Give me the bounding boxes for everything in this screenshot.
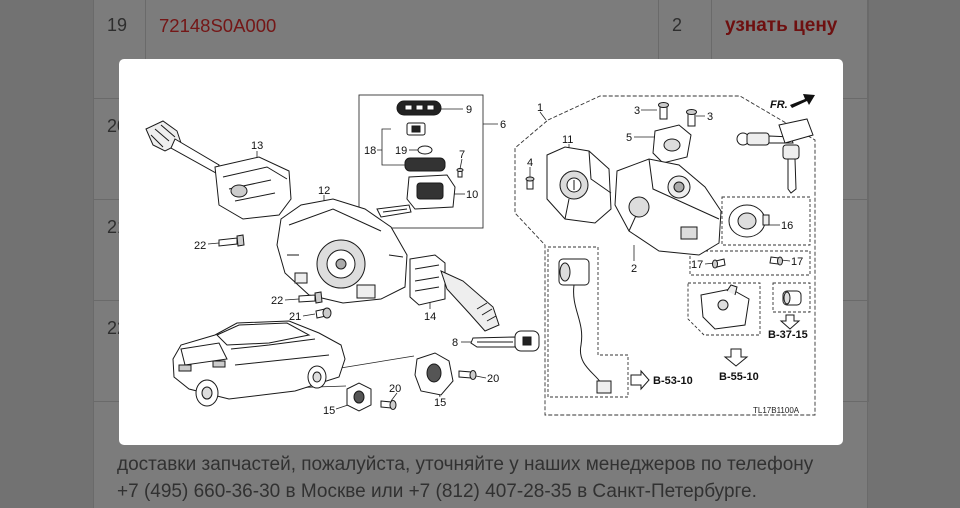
front-label: FR.: [770, 99, 788, 111]
part-number-link[interactable]: 72148S0A000: [159, 15, 277, 36]
get-price-link[interactable]: узнать цену: [725, 15, 838, 36]
arrow-right-icon: [630, 369, 650, 391]
key-cylinder-with-wire: [558, 258, 612, 394]
part-18-fob-base-lower: [404, 157, 446, 172]
part-8-key-blank: [470, 330, 540, 352]
part-19-battery: [417, 145, 433, 155]
arrow-down-icon: [779, 314, 801, 330]
callout-15: 15: [323, 405, 335, 417]
ring-16-box: [721, 196, 811, 246]
part-13-lighting-switch: [145, 120, 292, 220]
lightbox-image-modal[interactable]: FR. 9 6 1 3 3 13 18 19 7 5 11 4 10 12 16…: [119, 59, 843, 445]
section-ref-b53: B-53-10: [653, 375, 693, 387]
part-18-fob-board-upper: [406, 122, 426, 136]
notice-line: +7 (495) 660-36-30 в Москве или +7 (812)…: [117, 481, 757, 502]
callout-22: 22: [194, 240, 206, 252]
screw-20-upper: [458, 370, 477, 380]
screw-17-left: [712, 258, 726, 269]
screw-22-upper: [218, 234, 245, 247]
part-11-ignition-housing: [546, 146, 612, 224]
screw-17-right: [769, 256, 783, 266]
diagram-outlines: [358, 94, 816, 416]
front-direction-indicator: FR.: [770, 94, 815, 111]
part-5-lock-bracket: [652, 124, 692, 164]
notice-line: доставки запчастей, пожалуйста, уточняйт…: [117, 454, 814, 475]
section-ref-b55: B-55-10: [719, 371, 759, 383]
callout-16: 16: [781, 220, 793, 232]
callout-12: 12: [318, 185, 330, 197]
screw-4: [525, 176, 535, 190]
callout-8: 8: [452, 337, 458, 349]
part-16-immobilizer-ring: [728, 204, 770, 238]
callout-17: 17: [691, 259, 703, 271]
part-15-sensor-upper: [414, 352, 454, 396]
screw-21: [315, 307, 332, 319]
callout-labels: 9 6 1 3 3 13 18 19 7 5 11 4 10 12 16 22 …: [194, 102, 803, 417]
part-2-steering-lock: [614, 158, 722, 256]
callout-9: 9: [466, 104, 472, 116]
front-arrow-icon: [790, 94, 815, 108]
screw-22-lower: [298, 291, 323, 304]
callout-5: 5: [626, 132, 632, 144]
bolt-3-left: [658, 102, 669, 120]
callout-6: 6: [500, 119, 506, 131]
screws-17-box: [689, 250, 811, 276]
callout-19: 19: [395, 145, 407, 157]
callout-13: 13: [251, 140, 263, 152]
callout-7: 7: [459, 149, 465, 161]
callout-1: 1: [537, 102, 543, 114]
callout-4: 4: [527, 157, 533, 169]
assembly-1-outline: [514, 95, 816, 416]
delivery-notice: доставки запчастей, пожалуйста, уточняйт…: [117, 451, 813, 505]
callout-3: 3: [634, 105, 640, 117]
callout-15: 15: [434, 397, 446, 409]
parts-diagram: FR. 9 6 1 3 3 13 18 19 7 5 11 4 10 12 16…: [145, 94, 816, 417]
cylinder-b53-box: [547, 246, 629, 398]
callout-2: 2: [631, 263, 637, 275]
lock-bracket-b55: [700, 284, 750, 330]
key-fob-group-box: [358, 94, 484, 229]
arrow-down-icon: [723, 348, 749, 367]
callout-11: 11: [562, 134, 573, 146]
callout-14: 14: [424, 311, 436, 323]
part-10-key-fob: [376, 174, 456, 218]
diagram-code: TL17B1100A: [753, 406, 800, 415]
part-7-fob-screw: [456, 168, 464, 178]
callout-18: 18: [364, 145, 376, 157]
callout-10: 10: [466, 189, 478, 201]
part-12-switch-body-clock-spring: [276, 198, 408, 304]
section-ref-b37: B-37-15: [768, 329, 808, 341]
bolt-3-right: [686, 109, 697, 127]
keys-with-tag: [736, 118, 814, 194]
callout-22: 22: [271, 295, 283, 307]
callout-17: 17: [791, 256, 803, 268]
part-14-wiper-switch: [409, 254, 500, 332]
screw-20-lower: [380, 400, 397, 410]
callout-20: 20: [389, 383, 401, 395]
callout-3: 3: [707, 111, 713, 123]
callout-21: 21: [289, 311, 301, 323]
vehicle-illustration: [172, 320, 346, 407]
bracket-b55-box: [687, 282, 761, 336]
callout-20: 20: [487, 373, 499, 385]
cylinder-b37: [782, 290, 802, 306]
part-9-fob-cover: [396, 100, 442, 116]
part-15-sensor-lower: [346, 382, 372, 412]
cylinder-b37-box: [772, 282, 811, 313]
